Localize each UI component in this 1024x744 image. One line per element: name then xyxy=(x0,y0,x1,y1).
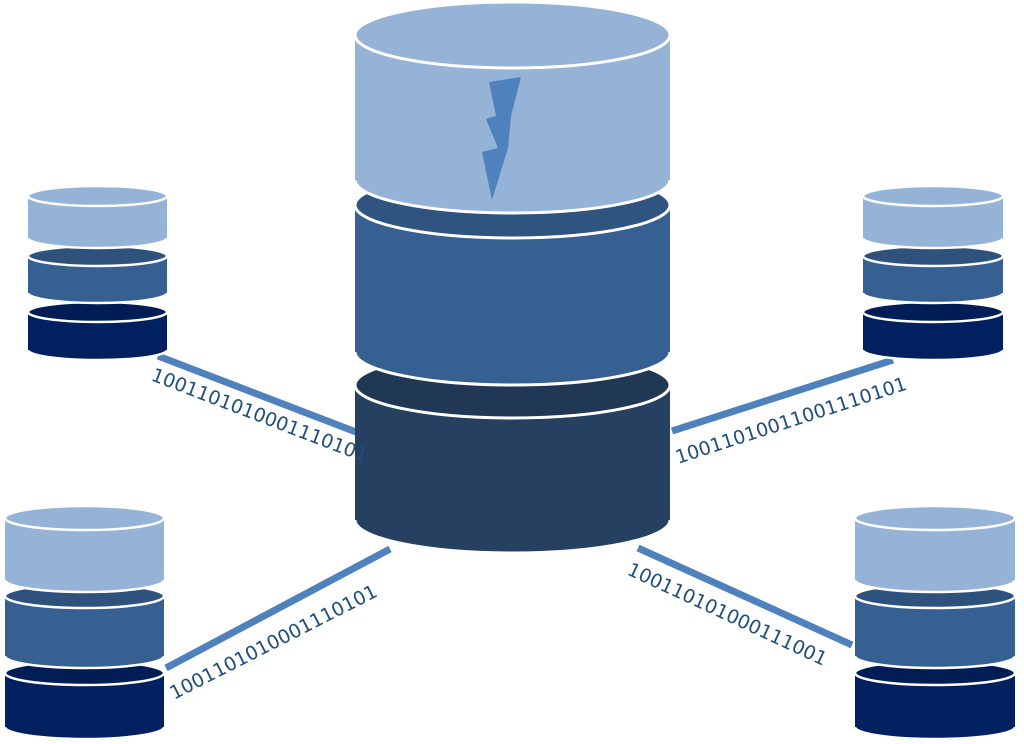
database-bottom-left xyxy=(3,504,166,741)
database-top-left-layer-3 xyxy=(26,300,169,362)
database-bottom-right xyxy=(853,504,1017,741)
layer-top xyxy=(26,300,169,324)
link-bar-link-top-left xyxy=(156,352,358,436)
link-bar-link-top-right xyxy=(670,356,895,435)
database-bottom-right-layer-3 xyxy=(853,659,1017,741)
database-top-left-layer-1 xyxy=(26,184,169,250)
layer-top xyxy=(3,504,166,532)
database-bottom-left-layer-1 xyxy=(3,504,166,594)
layer-top xyxy=(861,300,1005,324)
central-database xyxy=(353,0,672,555)
layer-top xyxy=(853,504,1017,532)
database-bottom-right-layer-1 xyxy=(853,504,1017,594)
layer-top xyxy=(861,184,1005,208)
database-bottom-right-layer-2 xyxy=(853,582,1017,670)
binary-label-bottom-right: 100110101000111001 xyxy=(624,559,831,671)
database-top-left-layer-2 xyxy=(26,244,169,305)
layer-top xyxy=(26,184,169,208)
database-top-left xyxy=(26,184,169,362)
database-top-right-layer-3 xyxy=(861,300,1005,362)
central-database-layer-2 xyxy=(353,170,672,387)
link-bar-link-bottom-left xyxy=(164,545,392,672)
lightning-bolt-icon xyxy=(482,77,521,200)
layer-top xyxy=(353,0,672,70)
binary-label-bottom-left: 1001101010001110101 xyxy=(166,581,381,705)
database-top-right-layer-2 xyxy=(861,244,1005,305)
database-top-right xyxy=(861,184,1005,362)
database-bottom-left-layer-3 xyxy=(3,659,166,741)
link-bar-link-bottom-right xyxy=(636,544,854,649)
database-top-right-layer-1 xyxy=(861,184,1005,250)
database-bottom-left-layer-2 xyxy=(3,582,166,670)
binary-label-top-left: 1001101010001110101 xyxy=(148,364,370,467)
